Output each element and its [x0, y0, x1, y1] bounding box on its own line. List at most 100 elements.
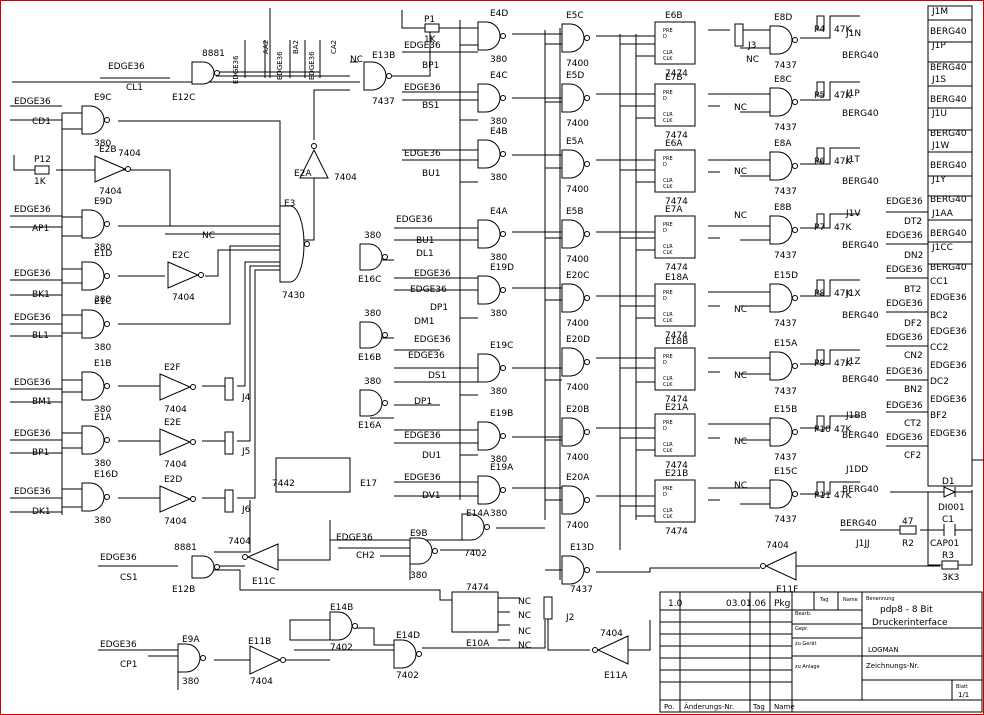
res-r3: R3 [942, 551, 954, 561]
nand-gate-e16b [359, 321, 388, 349]
gate-type: 7400 [566, 185, 589, 195]
gate-ref: E3 [284, 199, 295, 209]
gate-ref: E20A [566, 473, 590, 483]
title-block: 1.0 03.01.06 Pkg Tag Name Bearb. Gepr. B… [659, 591, 983, 713]
gate-type: 7402 [330, 643, 353, 653]
nc-label: NC [734, 437, 747, 447]
nand-gate-e5b [561, 219, 590, 249]
edge-label: EDGE36 [930, 293, 967, 303]
tb-blatt-val: 1/1 [958, 691, 969, 699]
gate-ref: E16B [358, 353, 381, 363]
gate-ref: E15B [774, 405, 797, 415]
sig-bu1b: BU1 [416, 236, 435, 246]
gate-ref: E8B [774, 203, 792, 213]
gate-ref: E9A [182, 635, 200, 645]
sig-ch2: CH2 [356, 551, 375, 561]
tb-subtitle: Druckerinterface [872, 618, 948, 628]
nand-gate-e15c [769, 479, 798, 509]
ff-pin-label: PRE [663, 156, 673, 162]
chip-ref: E18B [665, 337, 688, 347]
nc-label: NC [734, 371, 747, 381]
gate-type: 380 [94, 459, 111, 469]
berg-label: BERG40 [930, 263, 967, 273]
j1-label: J1X [845, 289, 861, 299]
components [34, 5, 973, 633]
gate-ref: E16A [358, 421, 382, 431]
inverter-e2d [159, 485, 196, 513]
gate-ref: E4A [490, 207, 508, 217]
ff-pin-label: PRE [663, 354, 673, 360]
gate-type: 380 [94, 516, 111, 526]
gate-type: 7437 [774, 515, 797, 525]
ff-pin-label: CLR [663, 178, 673, 184]
conn-label: J1M [931, 7, 948, 17]
tb-tag: Tag [752, 703, 765, 711]
nand-gate-e19c [477, 353, 506, 383]
chip-type: 7474 [665, 395, 688, 405]
edge-label: EDGE36 [886, 333, 923, 343]
res-3k3: 3K3 [942, 573, 959, 583]
nand-gate-e8b [769, 215, 798, 245]
nc-label: NC [350, 55, 363, 65]
nand-gate-e13d [561, 555, 590, 585]
berg-label: BERG40 [842, 375, 879, 385]
edge-label: EDGE36 [14, 313, 51, 323]
nand-gate-e19b [477, 421, 506, 451]
res-ref: P7 [814, 223, 825, 233]
edge-label: EDGE36 [410, 285, 447, 295]
gate-ref: E19D [490, 263, 514, 273]
conn-label: BT2 [904, 285, 921, 295]
conn-label: J1Y [931, 175, 946, 185]
inverter-e2f [159, 373, 196, 401]
sig-ap1: AP1 [32, 224, 49, 234]
nc-label: NC [734, 305, 747, 315]
edge-label: EDGE36 [414, 335, 451, 345]
gate-type: 7437 [774, 187, 797, 197]
gate-ref: E19A [490, 463, 514, 473]
gate-type: 8881 [174, 543, 197, 553]
ff-pin-label: CLR [663, 376, 673, 382]
res-val: 47K [834, 425, 852, 435]
conn-label: CF2 [904, 451, 921, 461]
edge-label: EDGE36 [308, 51, 316, 80]
nc-label: NC [734, 167, 747, 177]
chip-ref: E6A [665, 139, 683, 149]
pullup-p5 [816, 81, 825, 97]
gate-type: 7404 [164, 460, 187, 470]
gate-ref: E2C [172, 251, 190, 261]
nand-gate-e15a [769, 351, 798, 381]
nand-gate-e5a [561, 149, 590, 179]
berg-label: BERG40 [930, 161, 967, 171]
gate-type: 7402 [396, 671, 419, 681]
tb-project: pdp8 - 8 Bit [880, 605, 933, 615]
berg-label: BERG40 [842, 51, 879, 61]
tb-initials: Pkg [774, 599, 790, 609]
ff-pin-label: D [663, 96, 667, 102]
chip-ref: E10A [466, 639, 490, 649]
gate-type: 8881 [202, 49, 225, 59]
diode-d1: D1 [942, 477, 955, 487]
conn-label: J1AA [931, 209, 954, 219]
edge-label: EDGE36 [108, 62, 145, 72]
tb-h-name: Name [843, 597, 858, 603]
gate-type: 7404 [766, 541, 789, 551]
gate-ref: E12C [172, 93, 195, 103]
gate-type: 380 [490, 455, 507, 465]
gate-type: 7400 [566, 59, 589, 69]
nand-gate-e1a [81, 425, 110, 455]
j1-label: J1DD [845, 465, 868, 475]
ff-pin-label: D [663, 228, 667, 234]
gate-type: 7437 [774, 251, 797, 261]
gate-type: 7437 [774, 61, 797, 71]
inverter-e2e [159, 428, 196, 456]
nand-gate-e9b [409, 537, 438, 565]
nand-gate-e13b [363, 61, 392, 91]
gate-type: 380 [490, 387, 507, 397]
chip-ref: E17 [360, 479, 377, 489]
nand-gate-e1b [81, 371, 110, 401]
berg-label: BERG40 [842, 241, 879, 251]
pullup-p8 [816, 279, 825, 295]
berg-label: BERG40 [842, 109, 879, 119]
